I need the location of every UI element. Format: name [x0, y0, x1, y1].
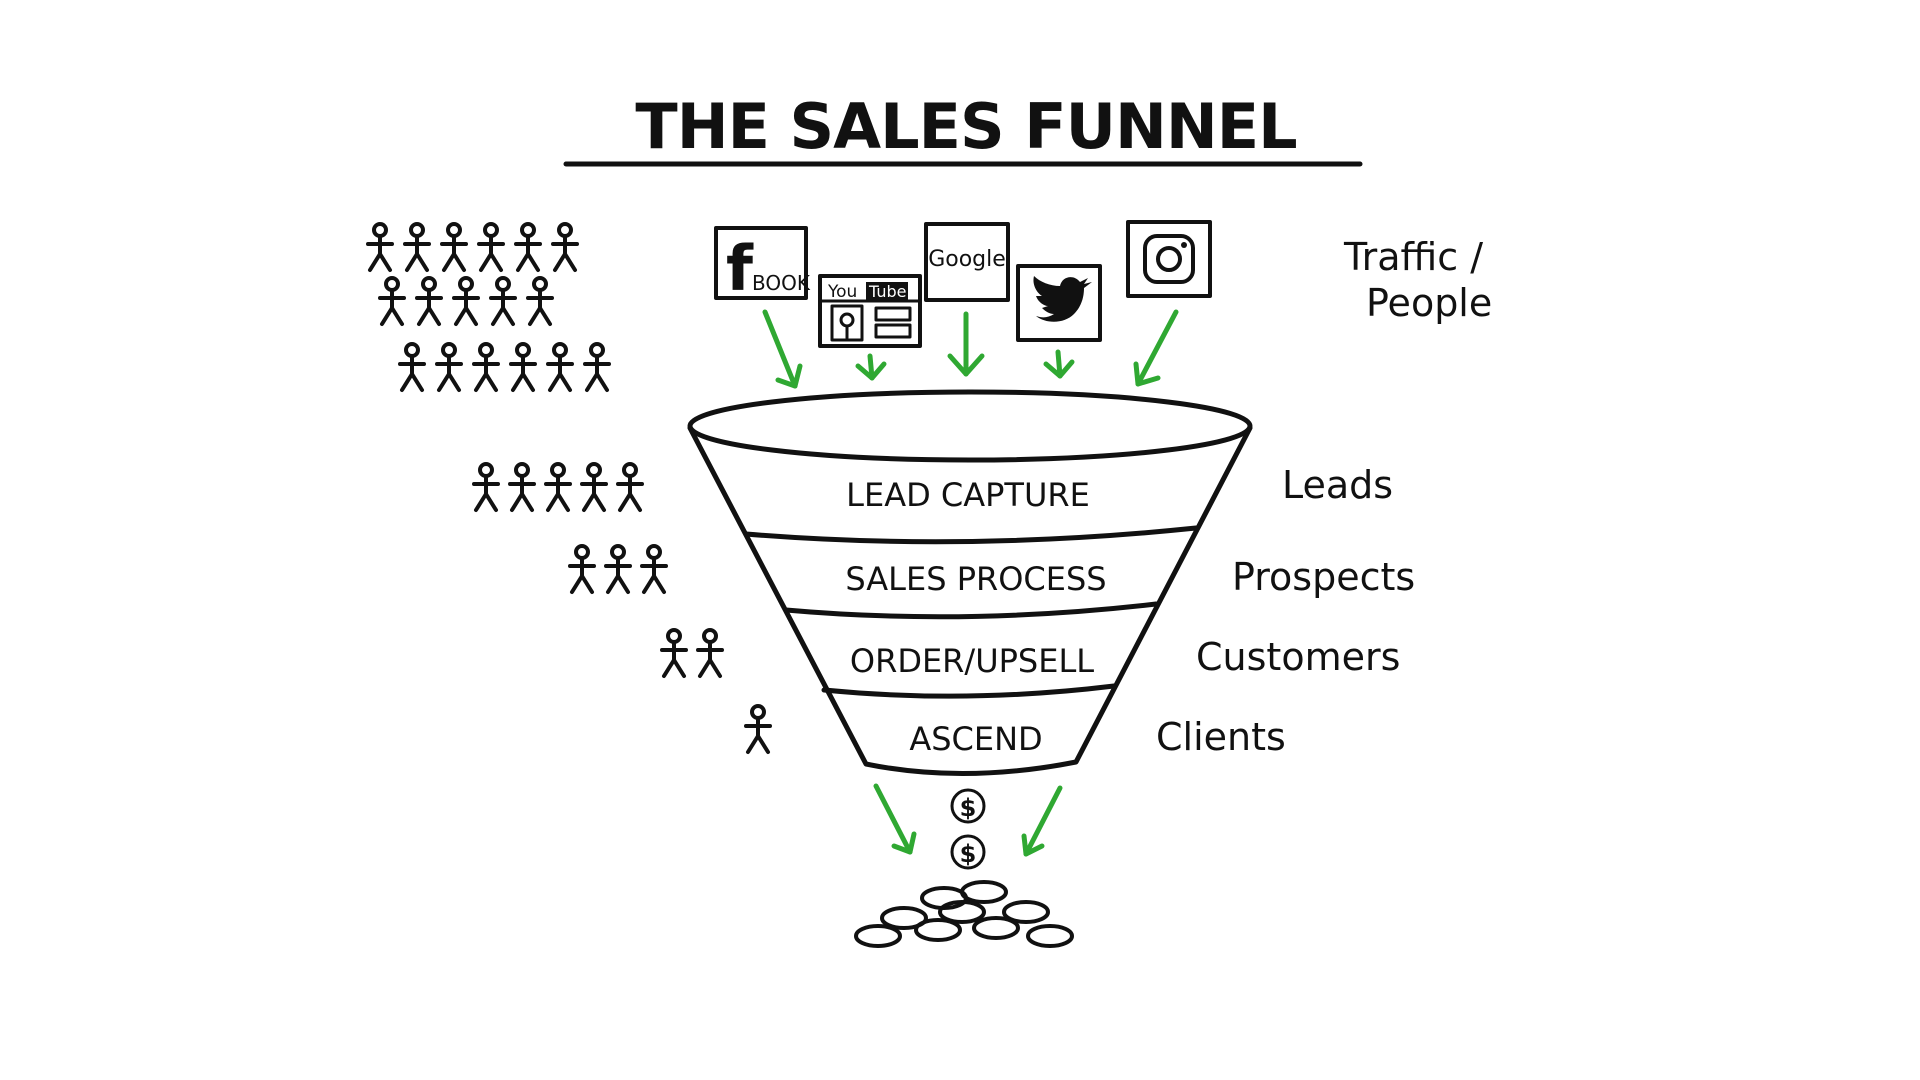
- stick-figure-icon: [415, 276, 443, 326]
- stage-people: [472, 462, 772, 754]
- funnel-divider-1: [743, 525, 1199, 545]
- stage-label-lead-capture: LEAD CAPTURE: [846, 476, 1090, 514]
- coin-pile: [854, 880, 1074, 948]
- traffic-label-line2: People: [1366, 281, 1492, 325]
- stick-figure-icon: [366, 222, 394, 272]
- stick-figure-icon: [660, 628, 688, 678]
- arrow-google: [947, 311, 985, 377]
- youtube-icon: You Tube: [818, 274, 922, 348]
- google-logo-text: Google: [928, 247, 1006, 272]
- youtube-logo-tube: Tube: [868, 282, 906, 301]
- stick-figure-icon: [640, 544, 668, 594]
- stick-figure-icon: [696, 628, 724, 678]
- arrow-instagram: [1133, 309, 1179, 387]
- stick-figure-icon: [477, 222, 505, 272]
- stick-figure-icon: [583, 342, 611, 392]
- stick-figure-icon: [551, 222, 579, 272]
- facebook-logo-text: BOOK: [752, 271, 811, 295]
- stick-figure-icon: [398, 342, 426, 392]
- stick-figure-icon: [616, 462, 644, 512]
- stick-figure-icon: [489, 276, 517, 326]
- dollar-coins: $ $: [950, 788, 986, 870]
- stick-figure-icon: [580, 462, 608, 512]
- stick-figure-icon: [509, 342, 537, 392]
- diagram-title: THE SALES FUNNEL: [635, 90, 1296, 163]
- side-label-prospects: Prospects: [1232, 555, 1415, 599]
- arrow-out-right: [1021, 785, 1063, 857]
- stick-figure-icon: [508, 462, 536, 512]
- stick-figure-icon: [526, 276, 554, 326]
- dollar-coin-symbol: $: [960, 794, 977, 822]
- facebook-logo-letter: f: [726, 232, 754, 305]
- side-label-customers: Customers: [1196, 635, 1400, 679]
- stick-figure-icon: [568, 544, 596, 594]
- facebook-icon: f BOOK: [714, 226, 811, 305]
- stage-label-sales-process: SALES PROCESS: [845, 560, 1106, 598]
- funnel-divider-3: [821, 683, 1117, 699]
- dollar-coin-icon: $: [950, 788, 986, 824]
- funnel-outline: [687, 425, 1253, 777]
- funnel-divider-2: [783, 601, 1159, 620]
- stick-figure-icon: [378, 276, 406, 326]
- arrow-youtube: [855, 353, 887, 381]
- twitter-bird-icon: [1016, 264, 1102, 342]
- dollar-coin-symbol: $: [960, 840, 977, 868]
- stick-figure-icon: [472, 462, 500, 512]
- arrow-twitter: [1043, 349, 1075, 379]
- stick-figure-icon: [452, 276, 480, 326]
- youtube-logo-you: You: [827, 282, 857, 302]
- stick-figure-icon: [604, 544, 632, 594]
- inflow-arrows: [762, 309, 1179, 389]
- side-label-leads: Leads: [1282, 463, 1393, 507]
- stick-figure-icon: [472, 342, 500, 392]
- stage-label-order-upsell: ORDER/UPSELL: [850, 642, 1094, 680]
- stage-label-ascend: ASCEND: [909, 720, 1042, 758]
- stick-figure-icon: [544, 462, 572, 512]
- arrow-facebook: [762, 309, 803, 389]
- traffic-label-line1: Traffic /: [1343, 235, 1483, 279]
- stick-figure-icon: [744, 704, 772, 754]
- funnel: [687, 389, 1253, 777]
- stick-figure-icon: [440, 222, 468, 272]
- stick-figure-icon: [403, 222, 431, 272]
- output-arrows: [873, 783, 1063, 857]
- traffic-sources: f BOOK You Tube Google: [714, 220, 1212, 348]
- side-label-clients: Clients: [1156, 715, 1286, 759]
- stick-figure-icon: [514, 222, 542, 272]
- traffic-crowd: [366, 222, 611, 392]
- arrow-out-left: [873, 783, 917, 855]
- google-icon: Google: [924, 222, 1010, 302]
- instagram-camera-icon: [1126, 220, 1212, 298]
- dollar-coin-icon: $: [950, 834, 986, 870]
- stick-figure-icon: [435, 342, 463, 392]
- stick-figure-icon: [546, 342, 574, 392]
- funnel-rim: [687, 389, 1253, 463]
